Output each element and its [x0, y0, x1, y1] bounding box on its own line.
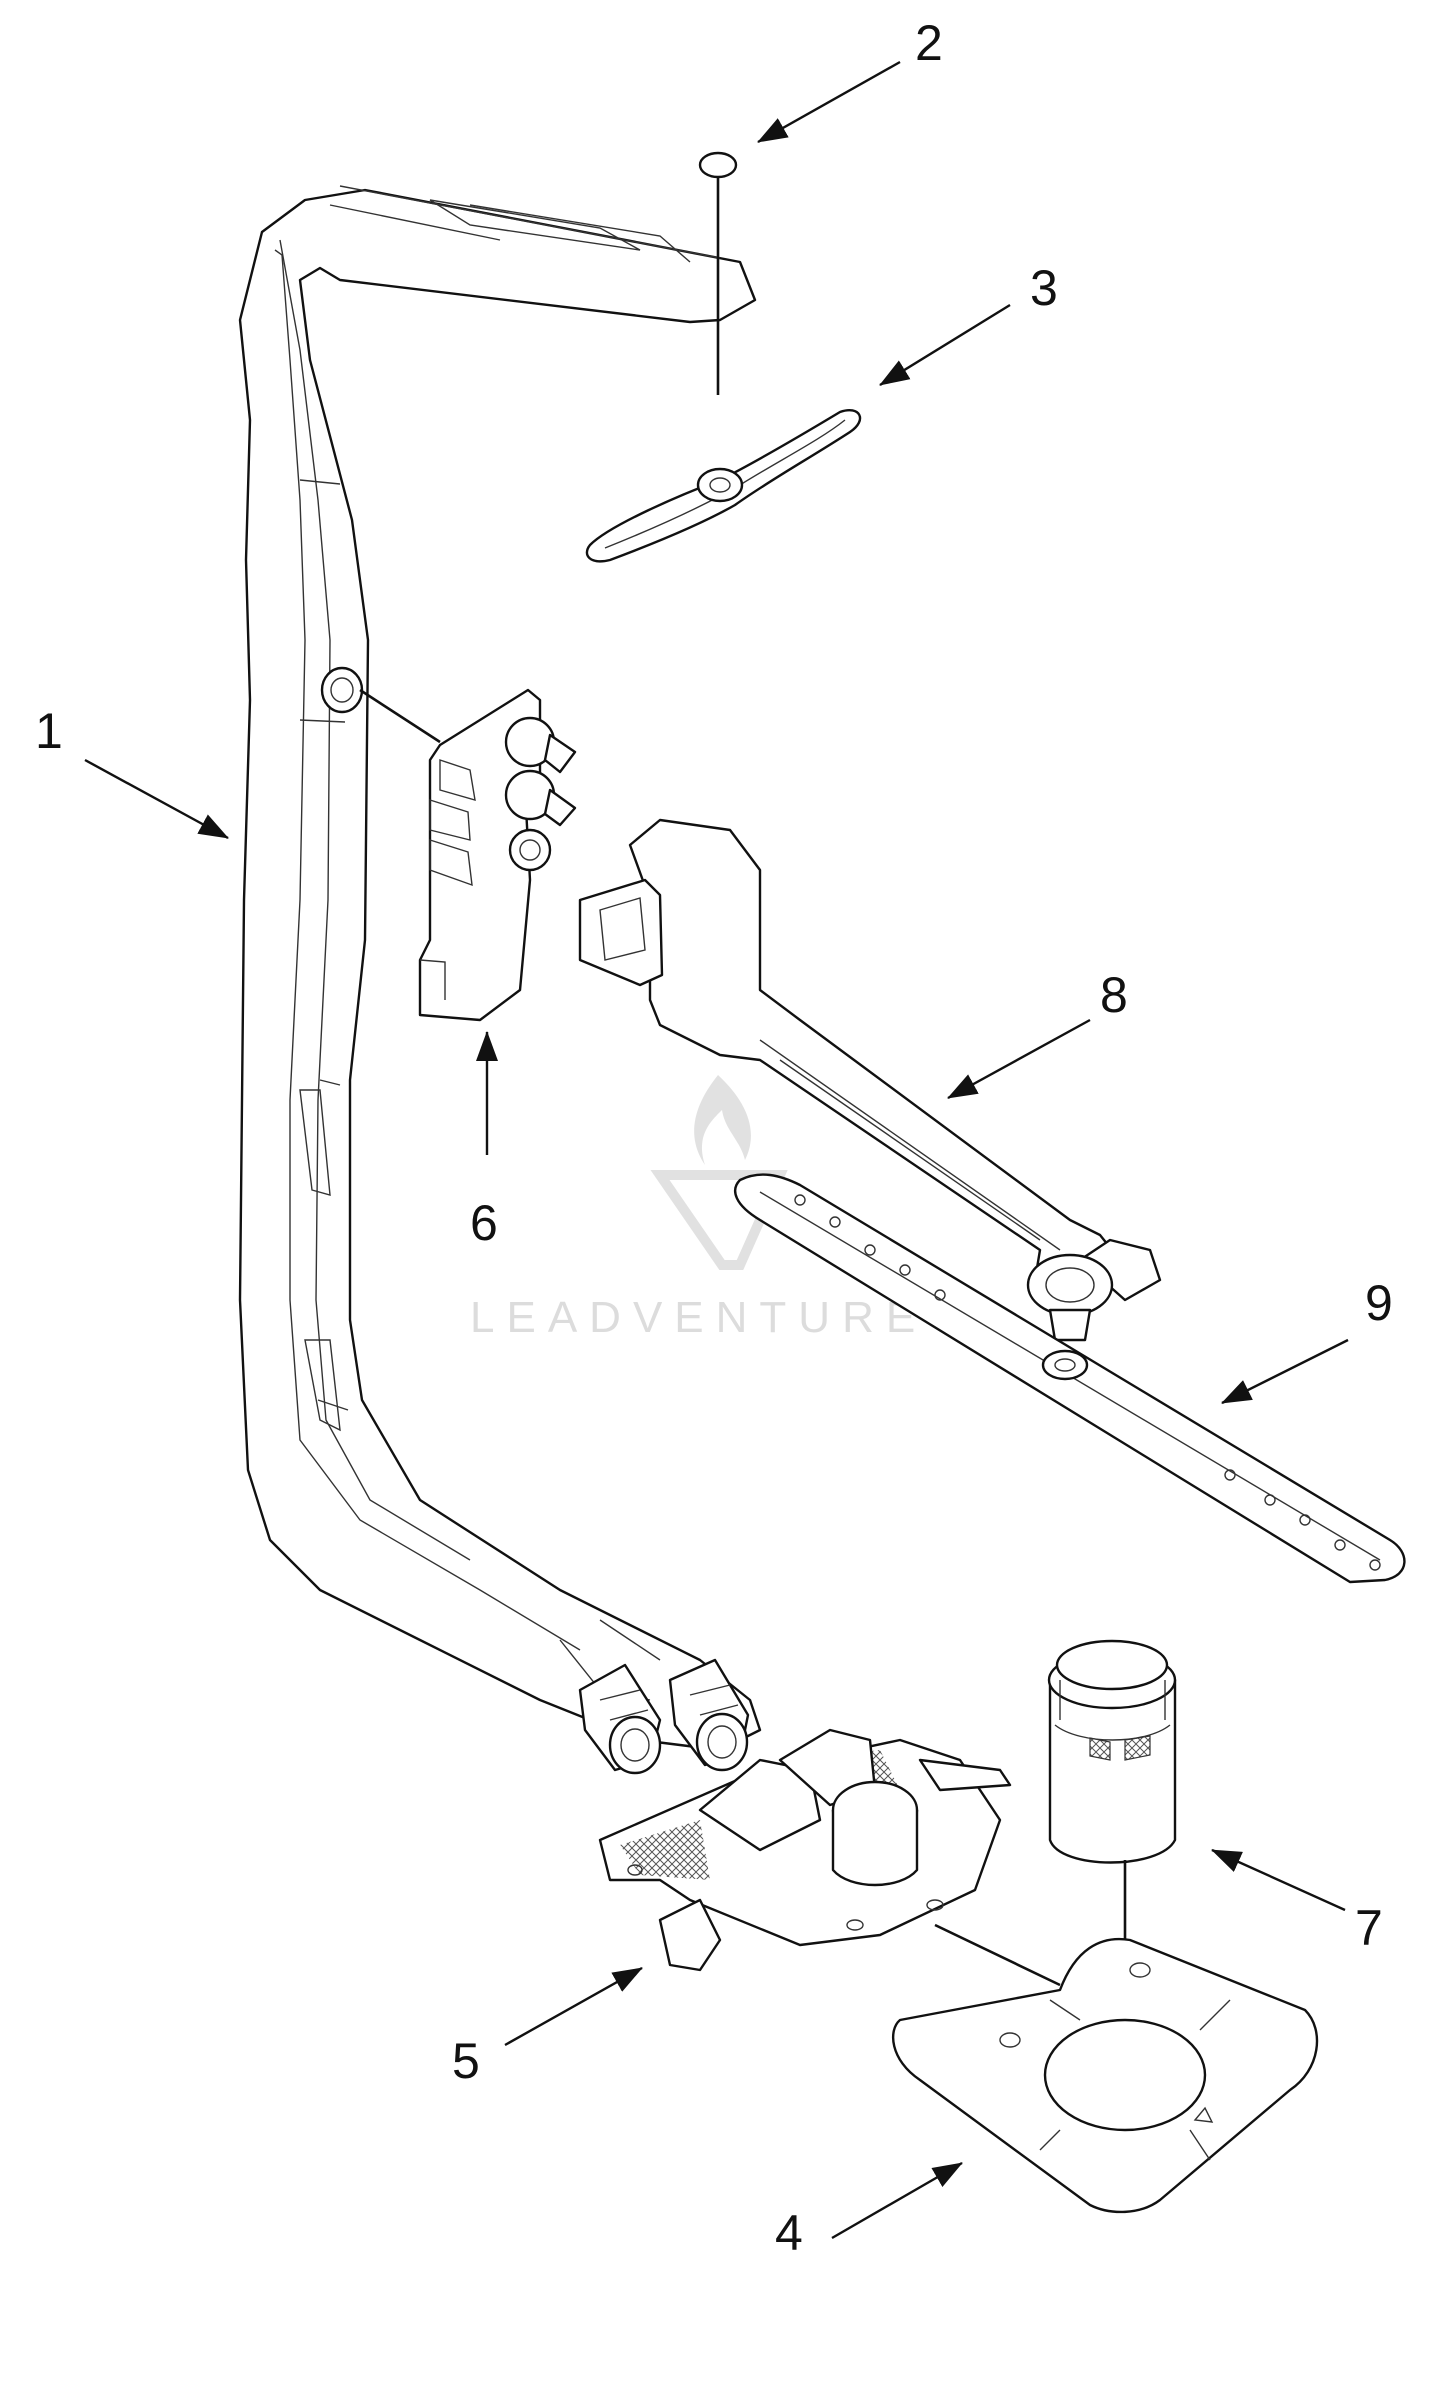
part-3-upper-spray-arm — [585, 409, 862, 563]
callout-1: 1 — [35, 703, 63, 759]
callout-5: 5 — [452, 2033, 480, 2089]
part-7-filter — [1047, 1639, 1177, 2125]
part-6-valve-bracket — [359, 688, 577, 1022]
callout-4: 4 — [775, 2205, 803, 2261]
callout-8: 8 — [1100, 967, 1128, 1023]
conduit-grommet — [320, 666, 364, 714]
part-8-feed-tube — [578, 818, 1162, 1342]
callout-6: 6 — [470, 1195, 498, 1251]
hose-connector-left — [578, 1663, 662, 1775]
part-4-base-plate — [892, 1937, 1319, 2214]
callout-arrows — [84, 60, 1349, 2240]
watermark: LEADVENTURE — [470, 1075, 927, 1342]
callout-2: 2 — [915, 15, 943, 71]
part-1-conduit — [238, 185, 762, 1775]
part-5-pump-housing — [598, 1728, 1061, 1987]
callout-7: 7 — [1355, 1900, 1383, 1956]
watermark-text: LEADVENTURE — [470, 1293, 927, 1342]
part-9-lower-spray-arm — [734, 1173, 1406, 1584]
callout-labels: 1 2 3 4 5 6 7 8 9 — [35, 15, 1393, 2261]
hose-connector-right — [668, 1658, 750, 1772]
watermark-v-logo-icon — [650, 1170, 788, 1270]
part-2-cap — [698, 151, 738, 395]
watermark-flame-icon — [694, 1075, 751, 1165]
callout-9: 9 — [1365, 1275, 1393, 1331]
callout-3: 3 — [1030, 260, 1058, 316]
